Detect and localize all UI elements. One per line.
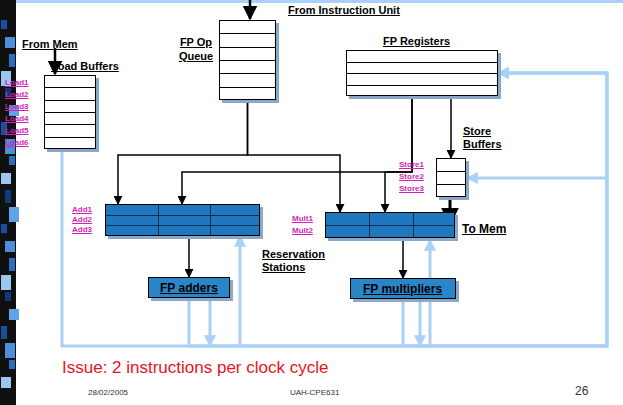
add-reservation-station: Add1Add2Add3: [105, 204, 260, 236]
strip-block: [1, 20, 7, 29]
strip-block: [1, 377, 11, 388]
operand-line: [188, 236, 190, 277]
slot-label: Add3: [72, 225, 92, 234]
cdb-tap-add: [239, 236, 242, 346]
slot-label: Mult1: [292, 214, 313, 223]
row-line: [220, 33, 275, 34]
slide-date: 28/02/2005: [88, 388, 128, 397]
cdb-tap-mults: [419, 300, 422, 346]
slot-label: Store1: [399, 160, 424, 169]
top-rule: [16, 0, 623, 3]
row-line: [45, 87, 95, 88]
side-strip: [0, 0, 16, 405]
row-line: [347, 85, 497, 86]
column-line: [413, 213, 414, 237]
row-line: [106, 215, 259, 216]
cdb-tap-store: [467, 177, 607, 180]
operand-line: [248, 100, 341, 212]
group-label: Reservation Stations: [262, 248, 342, 274]
row-line: [220, 47, 275, 48]
column-line: [210, 205, 211, 235]
strip-block: [1, 224, 7, 233]
row-line: [437, 184, 465, 185]
slot-label: Load3: [5, 102, 29, 111]
row-line: [45, 124, 95, 125]
common-data-bus: [62, 73, 607, 346]
row-line: [45, 137, 95, 138]
operand-line: [182, 96, 412, 204]
strip-block: [5, 343, 15, 358]
row-line: [220, 87, 275, 88]
strip-block: [9, 309, 19, 320]
common-data-bus: [403, 73, 607, 346]
slot-label: Load2: [5, 90, 29, 99]
row-line: [347, 62, 497, 63]
row-line: [220, 60, 275, 61]
strip-block: [1, 326, 7, 339]
from-unit-arrow: [249, 0, 252, 19]
row-line: [347, 73, 497, 74]
row-line: [106, 225, 259, 226]
slot-label: Load6: [5, 138, 29, 147]
slot-label: Store2: [399, 172, 424, 181]
row-line: [437, 171, 465, 172]
operand-line: [402, 238, 404, 278]
row-line: [220, 73, 275, 74]
strip-block: [1, 173, 11, 184]
operand-line: [385, 96, 412, 212]
row-line: [45, 112, 95, 113]
slot-label: Load5: [5, 126, 29, 135]
slot-label: Load1: [5, 78, 29, 87]
slot-label: Load4: [5, 114, 29, 123]
strip-block: [9, 258, 15, 271]
box-heading: FP adders: [160, 281, 218, 295]
box-heading: Load Buffers: [51, 60, 119, 72]
source-label: From Instruction Unit: [288, 4, 400, 16]
strip-block: [9, 54, 15, 67]
strip-block: [5, 292, 11, 301]
column-line: [369, 213, 370, 237]
fp-multiplier-unit: FP multipliers: [350, 278, 456, 299]
strip-blocks: [1, 20, 19, 388]
box-heading: FP multipliers: [363, 282, 442, 296]
column-line: [158, 205, 159, 235]
cdb-tap-adders: [209, 299, 212, 346]
slot-label: Mult2: [292, 226, 313, 235]
strip-block: [9, 360, 15, 369]
slide-course: UAH-CPE631: [290, 388, 339, 397]
row-line: [326, 225, 454, 226]
box-heading: FP Registers: [383, 35, 450, 47]
strip-block: [5, 37, 15, 48]
slot-label: Add2: [72, 215, 92, 224]
op-queue: FP Op Queue: [219, 20, 276, 100]
load-buffer: Load BuffersLoad1Load2Load3Load4Load5Loa…: [44, 75, 96, 149]
operand-line: [450, 96, 452, 158]
store-buffer: Store BuffersStore1Store2Store3: [436, 158, 466, 197]
slide-number: 26: [575, 384, 588, 398]
sink-label: To Mem: [462, 222, 506, 236]
box-heading: FP Op Queue: [176, 35, 216, 63]
strip-block: [9, 207, 19, 222]
row-line: [45, 100, 95, 101]
slide-note: Issue: 2 instructions per clock cycle: [62, 358, 328, 378]
mult-reservation-station: Mult1Mult2: [325, 212, 455, 238]
slot-label: Store3: [399, 184, 424, 193]
fp-adder-unit: FP adders: [148, 277, 230, 298]
strip-block: [5, 241, 15, 252]
strip-block: [1, 275, 11, 290]
box-heading: Store Buffers: [463, 125, 513, 151]
slot-label: Add1: [72, 205, 92, 214]
source-label: From Mem: [22, 38, 78, 50]
strip-block: [9, 156, 15, 165]
register-file: FP Registers: [346, 50, 498, 96]
strip-block: [5, 190, 11, 203]
